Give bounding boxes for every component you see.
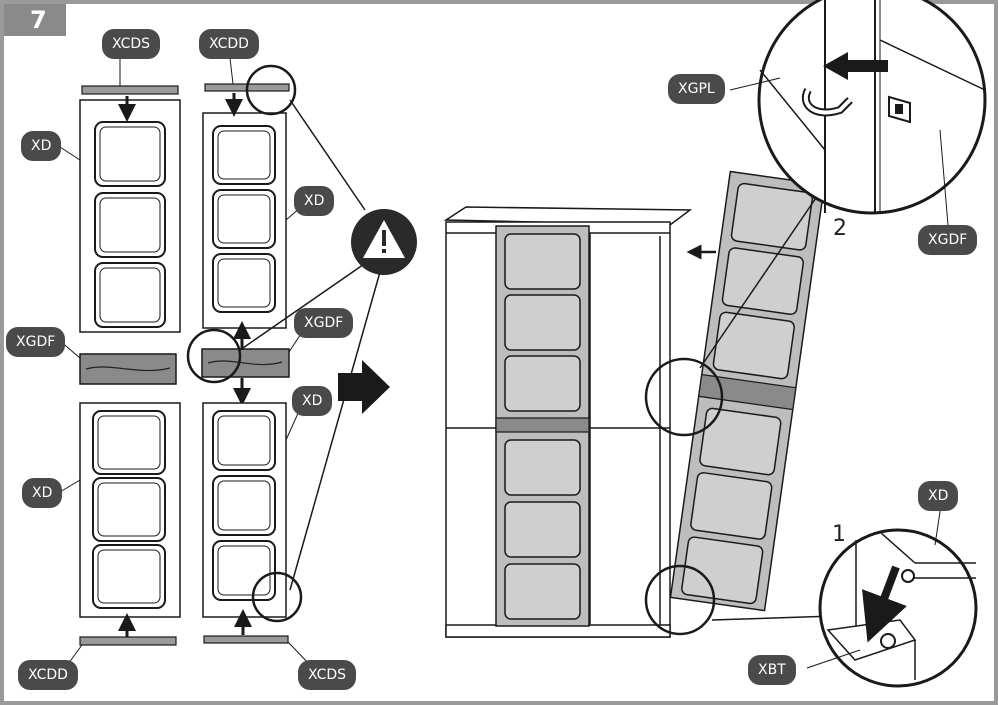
label-xd-right-bottom: XD xyxy=(292,386,333,416)
label-xd-right-top: XD xyxy=(294,186,335,216)
arrow-right-icon xyxy=(338,360,390,414)
detail-step-1: 1 xyxy=(832,522,846,547)
warning-triangle-icon xyxy=(351,209,417,275)
label-xd-left-top: XD xyxy=(21,131,62,161)
detail-magnifier-top xyxy=(757,0,987,215)
door-panel-left-top xyxy=(79,99,181,333)
label-xd-detail: XD xyxy=(918,481,959,511)
detail-circle-door-bottom xyxy=(644,564,716,636)
hinge-bar-top-left xyxy=(81,85,179,95)
arrow-left-icon xyxy=(823,52,888,80)
label-xbt: XBT xyxy=(748,655,796,685)
detail-circle-middle xyxy=(186,328,242,384)
label-xcds-top: XCDS xyxy=(102,29,161,59)
cabinet-door-tilted xyxy=(669,170,826,612)
connector-bar-right xyxy=(201,348,290,378)
cabinet-door-installed xyxy=(495,225,590,627)
detail-step-2: 2 xyxy=(833,216,847,241)
label-xcdd-top: XCDD xyxy=(199,29,259,59)
label-xcds-bottom: XCDS xyxy=(298,660,357,690)
label-xgdf-right: XGDF xyxy=(294,308,354,338)
label-xgdf-detail: XGDF xyxy=(918,225,978,255)
label-xd-left-bottom: XD xyxy=(22,478,63,508)
label-xgdf-left: XGDF xyxy=(6,327,66,357)
detail-circle-bottom xyxy=(251,571,303,623)
detail-circle-door-middle xyxy=(644,357,724,437)
label-xcdd-bottom: XCDD xyxy=(18,660,78,690)
connector-bar-left xyxy=(79,353,177,385)
hinge-bar-bottom-left xyxy=(79,636,177,646)
detail-magnifier-bottom xyxy=(818,528,978,688)
label-xgpl: XGPL xyxy=(668,74,725,104)
door-panel-left-bottom xyxy=(79,402,181,618)
hinge-bar-bottom-right xyxy=(203,635,289,644)
detail-circle-top xyxy=(245,64,297,116)
door-panel-right-top xyxy=(202,112,287,329)
step-number-badge: 7 xyxy=(4,4,66,36)
door-panel-right-bottom xyxy=(202,402,287,618)
